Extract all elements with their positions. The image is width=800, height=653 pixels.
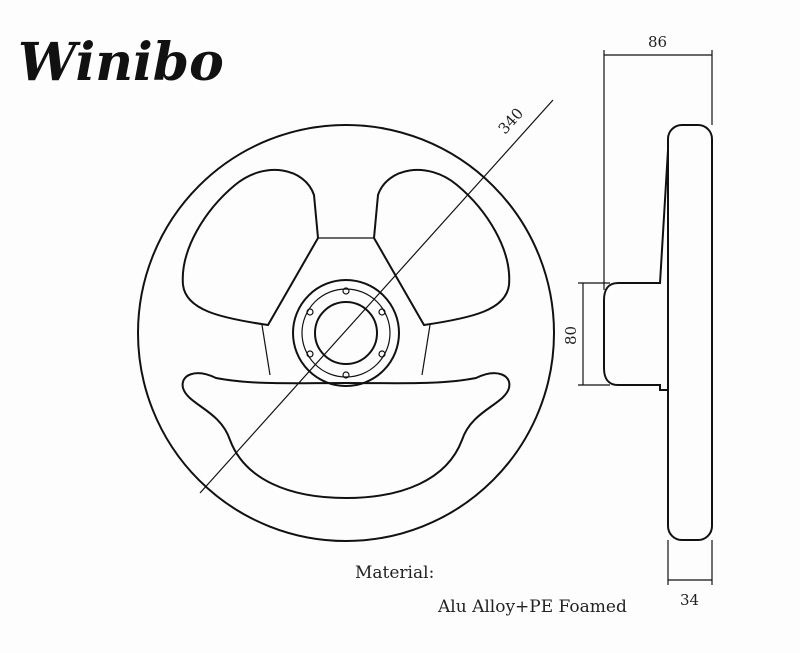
depth-label: 86 [648, 33, 667, 51]
hub-outer [292, 279, 400, 387]
wheel-rim-outline [137, 124, 555, 542]
hub-bolt-circle [301, 288, 391, 378]
spoke-opening-upper-left [181, 169, 320, 327]
rim-side-profile [667, 124, 713, 541]
material-value: Alu Alloy+PE Foamed [438, 597, 627, 617]
brand-logo: Winibo [18, 32, 224, 93]
diameter-label: 340 [495, 104, 528, 137]
side-spoke-edges [261, 324, 431, 376]
bolt-holes [306, 287, 386, 379]
hub-height-label: 80 [562, 326, 580, 345]
hub-center-bore [314, 301, 378, 365]
material-label: Material: [355, 563, 435, 583]
diameter-dimension-line [199, 99, 554, 494]
hub-side-profile [603, 149, 669, 391]
side-view: 86 80 34 [562, 33, 713, 609]
spoke-opening-upper-right [372, 169, 511, 327]
spoke-opening-bottom [181, 372, 511, 500]
front-view: 340 [137, 99, 555, 542]
grip-thickness-label: 34 [680, 591, 699, 609]
